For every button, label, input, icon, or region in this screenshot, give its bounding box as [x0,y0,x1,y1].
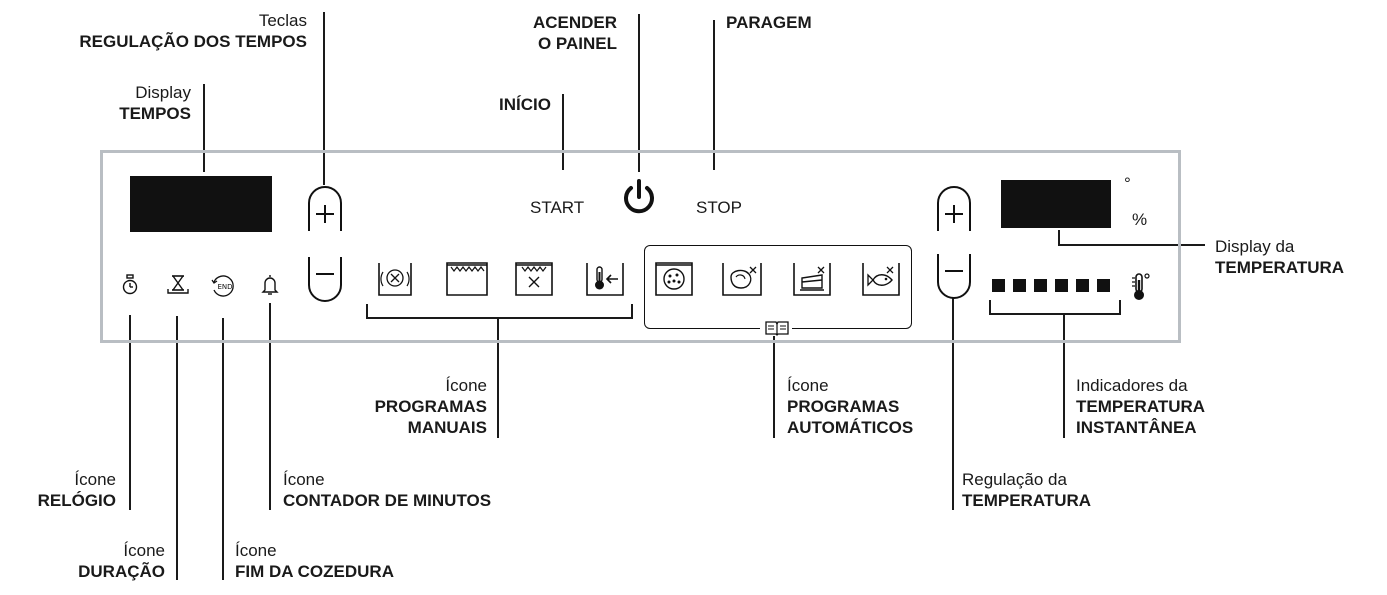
auto-program-cake-button[interactable] [793,262,831,296]
label-inicio: INÍCIO [499,94,551,115]
label-inicio-line1: INÍCIO [499,95,551,114]
label-duracao-line1: Ícone [123,541,165,560]
label-teclas-line2: REGULAÇÃO DOS TEMPOS [79,32,307,51]
display-tempos-screen [130,176,272,232]
time-minus-button[interactable] [308,256,342,302]
label-duracao: Ícone DURAÇÃO [78,540,165,582]
temperature-indicator-square [1097,279,1110,292]
label-display-tempos: Display TEMPOS [119,82,191,124]
thermometer-icon [1132,273,1150,300]
manual-program-fan-button[interactable] [378,262,412,296]
label-fim-line1: Ícone [235,541,277,560]
stop-label: STOP [696,198,742,217]
label-display-temperatura: Display da TEMPERATURA [1215,236,1344,278]
label-indicadores-line3: INSTANTÂNEA [1076,418,1197,437]
label-prog-auto-line2: PROGRAMAS [787,397,900,416]
label-prog-manuais-line2: PROGRAMAS [374,397,487,416]
auto-program-pizza-button[interactable] [655,262,693,296]
control-panel [100,150,1181,343]
label-indicadores-line2: TEMPERATURA [1076,397,1206,416]
label-prog-auto: Ícone PROGRAMAS AUTOMÁTICOS [787,375,913,438]
label-prog-manuais-line3: MANUAIS [407,418,487,437]
temperature-indicator-square [1013,279,1026,292]
label-indicadores-line1: Indicadores da [1076,376,1188,395]
degree-symbol: ° [1124,174,1131,193]
label-relogio-line2: RELÓGIO [37,491,116,510]
label-regulacao-line2: TEMPERATURA [962,491,1092,510]
label-duracao-line2: DURAÇÃO [78,562,165,581]
temperature-indicator-square [1055,279,1068,292]
temperature-indicator-square [1034,279,1047,292]
label-prog-manuais: Ícone PROGRAMAS MANUAIS [375,375,487,438]
label-paragem-line1: PARAGEM [726,13,812,32]
label-paragem: PARAGEM [726,12,812,33]
book-icon [765,321,789,336]
label-display-temp-line1: Display da [1215,237,1295,256]
time-plus-button[interactable] [308,186,342,232]
bracket-manuais [366,304,633,319]
label-teclas-tempos: Teclas REGULAÇÃO DOS TEMPOS [79,10,307,52]
percent-symbol: % [1132,210,1148,229]
end-text: END [217,283,232,291]
label-relogio: Ícone RELÓGIO [38,469,116,511]
label-acender: ACENDER O PAINEL [533,12,617,54]
power-icon[interactable] [620,178,658,218]
label-display-tempos-line1: Display [135,83,191,102]
label-contador: Ícone CONTADOR DE MINUTOS [283,469,491,511]
manual-program-top-heat-button[interactable] [446,262,488,296]
label-prog-manuais-line1: Ícone [445,376,487,395]
line-display-temp [1058,230,1205,246]
label-display-temp-line2: TEMPERATURA [1215,258,1345,277]
temp-minus-button[interactable] [937,253,971,299]
label-prog-auto-line3: AUTOMÁTICOS [787,418,914,437]
auto-program-meat-button[interactable] [722,262,762,296]
label-fim-line2: FIM DA COZEDURA [235,562,394,581]
manual-program-top-heat-fan-button[interactable] [515,262,553,296]
label-acender-line1: ACENDER [532,13,617,32]
temperature-indicator-square [1076,279,1089,292]
label-prog-auto-line1: Ícone [787,376,829,395]
end-icon[interactable]: END [210,273,238,297]
start-label: START [530,198,585,217]
label-relogio-line1: Ícone [74,470,116,489]
label-contador-line1: Ícone [283,470,325,489]
bell-icon[interactable] [260,273,280,297]
temp-plus-button[interactable] [937,186,971,232]
label-fim: Ícone FIM DA COZEDURA [235,540,394,582]
clock-icon[interactable] [121,274,139,296]
label-regulacao-temp: Regulação da TEMPERATURA [962,469,1091,511]
bracket-indicadores [989,300,1121,315]
display-temperatura-screen [1001,180,1111,228]
label-contador-line2: CONTADOR DE MINUTOS [283,491,492,510]
label-acender-line2: O PAINEL [537,34,617,53]
label-regulacao-line1: Regulação da [962,470,1067,489]
label-display-tempos-line2: TEMPOS [119,104,191,123]
hourglass-icon[interactable] [166,274,190,296]
book-icon-bg [760,320,792,336]
label-teclas-line1: Teclas [258,11,307,30]
temperature-indicator-square [992,279,1005,292]
auto-program-fish-button[interactable] [862,262,900,296]
label-indicadores: Indicadores da TEMPERATURA INSTANTÂNEA [1076,375,1205,438]
manual-program-thermo-arrow-button[interactable] [586,262,624,296]
